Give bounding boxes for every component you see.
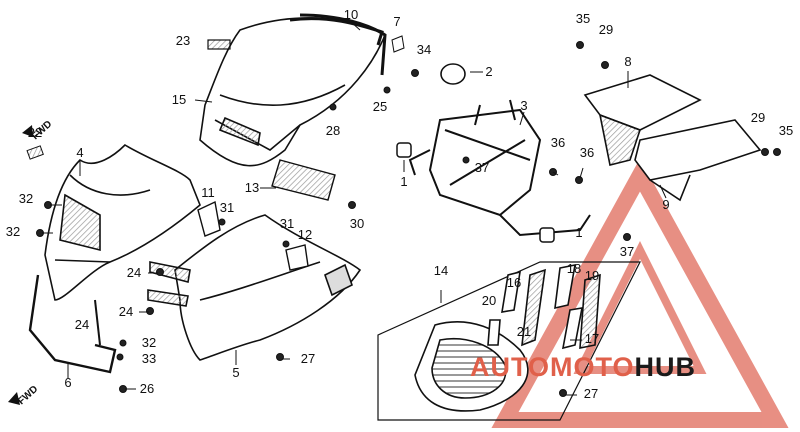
callout-1: 1 <box>400 174 408 189</box>
callout-37-b: 37 <box>619 244 635 259</box>
callout-3: 3 <box>520 98 528 113</box>
callout-24-a: 24 <box>126 265 142 280</box>
callout-11: 11 <box>201 185 215 200</box>
callout-37-a: 37 <box>474 160 490 175</box>
inner-panels-part-8-9 <box>583 74 762 202</box>
part-1-grommet-lower <box>539 227 555 243</box>
callout-1-lower: 1 <box>575 225 583 240</box>
callout-34: 34 <box>416 42 432 57</box>
callout-35-a: 35 <box>575 11 591 26</box>
callout-26: 26 <box>139 381 155 396</box>
callout-32-b: 32 <box>5 224 21 239</box>
callout-27-a: 27 <box>300 351 316 366</box>
callout-28: 28 <box>325 123 341 138</box>
lower-cowl-part-14 <box>377 261 641 421</box>
callout-5: 5 <box>232 365 240 380</box>
callout-30: 30 <box>349 216 365 231</box>
callout-29-b: 29 <box>750 110 766 125</box>
part-22-clip <box>26 145 44 160</box>
callout-24-c: 24 <box>74 317 90 332</box>
callout-25: 25 <box>372 99 388 114</box>
callout-8: 8 <box>624 54 632 69</box>
upper-cowl-part-15 <box>199 17 386 167</box>
watermark-logo: AUTOMOTOHUB <box>470 352 696 383</box>
callout-12: 12 <box>297 227 313 242</box>
part-23-strip <box>207 39 231 50</box>
callout-32-a: 32 <box>18 191 34 206</box>
part-6-rod <box>94 299 101 346</box>
watermark-text-auto: AUTOMOTO <box>470 352 635 382</box>
callout-6: 6 <box>64 375 72 390</box>
part-11-bracket <box>197 200 221 237</box>
callout-35-b: 35 <box>778 123 794 138</box>
callout-36-a: 36 <box>550 135 566 150</box>
callout-7: 7 <box>393 14 401 29</box>
callout-16: 16 <box>506 275 522 290</box>
callout-33: 33 <box>141 351 157 366</box>
part-2-grommet <box>440 63 466 85</box>
leader-lines <box>42 21 667 396</box>
callout-23: 23 <box>175 33 191 48</box>
under-cowl-part-5 <box>147 214 362 361</box>
fasteners <box>36 35 781 397</box>
callout-15: 15 <box>171 92 187 107</box>
watermark-triangle <box>491 158 789 428</box>
callout-36-b: 36 <box>579 145 595 160</box>
callout-4: 4 <box>76 145 84 160</box>
callout-14: 14 <box>433 263 449 278</box>
callout-18: 18 <box>566 261 582 276</box>
callout-20: 20 <box>481 293 497 308</box>
callout-31-a: 31 <box>219 200 235 215</box>
part-12-bracket <box>285 244 309 271</box>
cowl-stay-part-3 <box>408 99 591 237</box>
fwd-arrow-icon <box>8 125 33 405</box>
watermark-text-hub: HUB <box>634 352 697 382</box>
part-1-grommet <box>396 142 412 158</box>
callout-19: 19 <box>584 268 600 283</box>
callout-32-c: 32 <box>141 335 157 350</box>
callout-31-b: 31 <box>279 216 295 231</box>
grill-panel-part-13 <box>271 159 336 201</box>
callout-9: 9 <box>662 197 670 212</box>
callout-24-b: 24 <box>118 304 134 319</box>
callout-2: 2 <box>485 64 493 79</box>
callout-29-a: 29 <box>598 22 614 37</box>
callout-13: 13 <box>244 180 260 195</box>
callout-22: 22 <box>27 125 43 140</box>
callout-27-b: 27 <box>583 386 599 401</box>
part-10-trim <box>299 13 387 76</box>
callout-17: 17 <box>584 331 600 346</box>
callout-21: 21 <box>516 324 532 339</box>
front-cowl-part-4 <box>44 143 201 301</box>
part-6-bracket <box>28 274 117 374</box>
callout-10: 10 <box>343 7 359 22</box>
